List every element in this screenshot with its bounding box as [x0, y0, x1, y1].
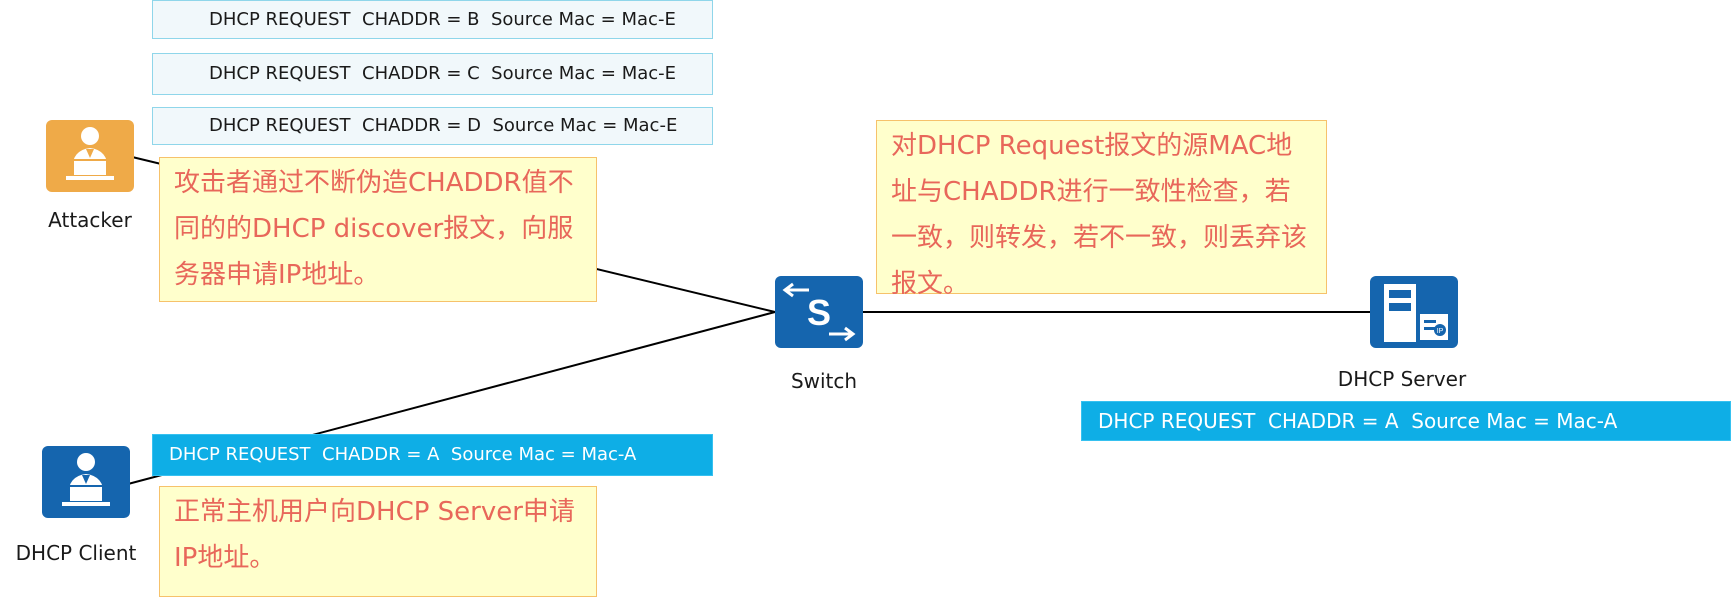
server-label: DHCP Server — [1337, 367, 1467, 391]
svg-text:S: S — [807, 292, 831, 333]
svg-text:IP: IP — [1437, 328, 1444, 335]
client-label: DHCP Client — [15, 541, 137, 565]
attacker-note: 攻击者通过不断伪造CHADDR值不同的的DHCP discover报文，向服务器… — [159, 157, 597, 302]
switch-label: Switch — [790, 369, 858, 393]
user-laptop-icon — [66, 127, 114, 180]
user-laptop-icon — [62, 453, 110, 506]
switch-node: S — [775, 276, 863, 348]
attacker-request-d: DHCP REQUEST CHADDR = D Source Mac = Mac… — [152, 107, 713, 145]
attacker-label: Attacker — [48, 208, 132, 232]
switch-note: 对DHCP Request报文的源MAC地址与CHADDR进行一致性检查，若一致… — [876, 120, 1327, 299]
attacker-request-c: DHCP REQUEST CHADDR = C Source Mac = Mac… — [152, 53, 713, 95]
server-node: IP — [1370, 276, 1458, 348]
server-icon: IP — [1384, 284, 1448, 342]
attacker-request-b: DHCP REQUEST CHADDR = B Source Mac = Mac… — [152, 0, 713, 39]
switch-icon: S — [782, 282, 856, 342]
client-request: DHCP REQUEST CHADDR = A Source Mac = Mac… — [152, 434, 713, 476]
forwarded-request: DHCP REQUEST CHADDR = A Source Mac = Mac… — [1081, 401, 1731, 441]
client-node — [42, 446, 130, 518]
attacker-node — [46, 120, 134, 192]
client-note: 正常主机用户向DHCP Server申请IP地址。 — [159, 486, 597, 597]
